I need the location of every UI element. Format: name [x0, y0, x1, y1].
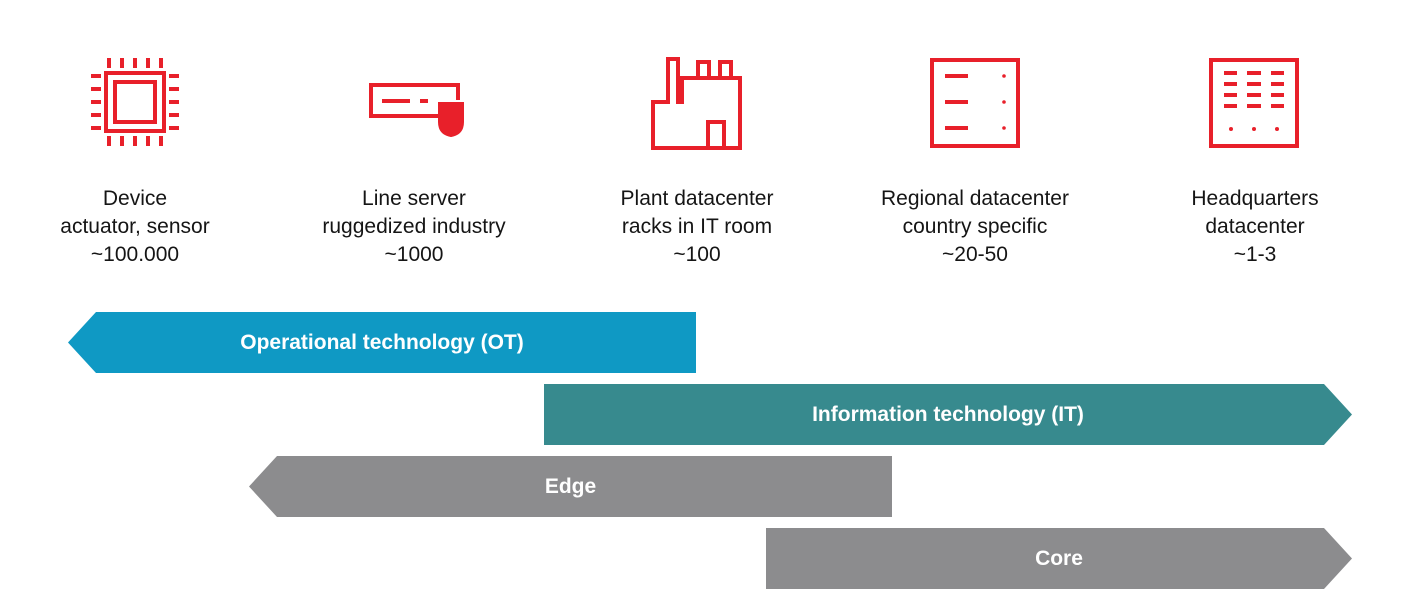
tier-detail: datacenter	[1205, 215, 1305, 238]
core-band-arrow	[766, 528, 1352, 589]
it-band-label: Information technology (IT)	[812, 402, 1084, 426]
tier-label-headquarters: Headquarters datacenter ~1-3	[1125, 185, 1385, 269]
server-shield-icon	[368, 80, 478, 138]
tier-label-line-server: Line server ruggedized industry ~1000	[284, 185, 544, 269]
tier-count: ~100	[673, 243, 721, 266]
tier-name: Device	[102, 187, 168, 210]
tier-label-plant-datacenter: Plant datacenter racks in IT room ~100	[567, 185, 827, 269]
datacenter-icon	[1207, 56, 1301, 150]
ot-band-label: Operational technology (OT)	[240, 330, 524, 354]
tier-name: Plant datacenter	[620, 187, 774, 210]
tier-label-regional-datacenter: Regional datacenter country specific ~20…	[845, 185, 1105, 269]
tier-name: Line server	[362, 187, 466, 210]
ot-band: Operational technology (OT)	[68, 312, 696, 373]
rack-icon	[928, 56, 1022, 150]
tier-count: ~20-50	[942, 243, 1008, 266]
tier-detail: racks in IT room	[621, 215, 773, 238]
tier-name: Regional datacenter	[881, 187, 1069, 210]
tier-detail: country specific	[902, 215, 1048, 238]
tier-name: Headquarters	[1191, 187, 1319, 210]
it-band: Information technology (IT)	[544, 384, 1352, 445]
factory-icon	[650, 56, 744, 152]
tier-count: ~100.000	[90, 243, 180, 266]
edge-band-arrow	[249, 456, 892, 517]
edge-band-label: Edge	[544, 474, 597, 498]
core-band-label: Core	[1035, 546, 1083, 570]
core-band: Core	[766, 528, 1352, 589]
tier-count: ~1000	[384, 243, 444, 266]
tier-detail: ruggedized industry	[322, 215, 506, 238]
tier-count: ~1-3	[1233, 243, 1277, 266]
tier-label-device: Device actuator, sensor ~100.000	[5, 185, 265, 269]
it-band-arrow	[544, 384, 1352, 445]
chip-icon	[88, 55, 182, 149]
tier-detail: actuator, sensor	[60, 215, 210, 238]
ot-band-arrow	[68, 312, 696, 373]
edge-band: Edge	[249, 456, 892, 517]
